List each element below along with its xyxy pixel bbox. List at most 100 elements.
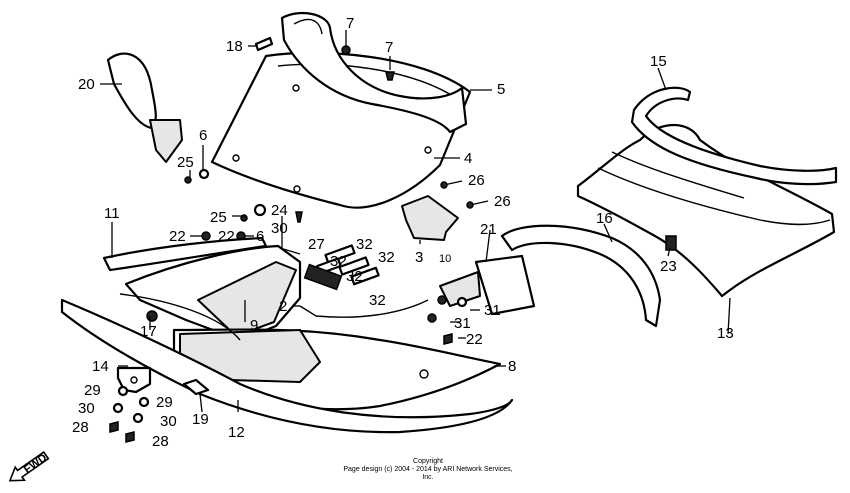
callout-22: 22 [466,331,483,348]
callout-32: 32 [346,268,363,285]
collar-icon [112,402,124,414]
mirror-mount-part-20 [149,119,183,163]
callout-16: 16 [596,210,613,227]
callout-25: 25 [210,209,227,226]
callout-23: 23 [660,258,677,275]
callout-10: 10 [439,253,451,265]
grommet-icon [253,203,267,217]
under-cover-edge [119,293,241,341]
callout-6: 6 [256,228,264,245]
callout-30: 30 [271,220,288,237]
mirror-part-20 [106,52,157,130]
stay-part-16 [500,224,662,328]
screw-icon [201,231,211,241]
callout-12: 12 [228,424,245,441]
callout-9: 9 [250,317,258,334]
callout-31: 31 [484,302,501,319]
nut-icon [437,295,447,305]
callout-18: 18 [226,38,243,55]
washer-icon [138,396,150,408]
bolt-icon [125,431,135,443]
bracket-hole [130,376,138,384]
callout-15: 15 [650,53,667,70]
relay-part-32 [303,263,343,291]
screw-icon [466,201,474,209]
under-cover-part-12 [60,298,514,434]
collar-icon [132,412,144,424]
callout-28: 28 [72,419,89,436]
callout-3: 3 [415,249,423,266]
relay-part-32 [324,244,356,264]
callout-6: 6 [199,127,207,144]
relay-part-32 [338,256,370,276]
callout-24: 24 [271,202,288,219]
wire-harness-part-2 [299,299,429,318]
callout-11: 11 [104,205,120,222]
callout-19: 19 [192,411,209,428]
fairing-upper-inner [611,151,745,199]
fwd-arrow-icon: FWD [8,450,50,482]
screw-icon [443,333,453,345]
screw-icon [184,176,192,184]
callout-28: 28 [152,433,169,450]
windscreen-mount-hole [232,154,240,162]
bolt-icon [341,45,351,55]
callout-26: 26 [468,172,485,189]
callout-13: 13 [717,325,734,342]
grommet-icon [146,310,158,322]
copyright-notice: Page design (c) 2004 - 2014 by ARI Netwo… [343,466,513,481]
callout-22: 22 [218,228,235,245]
callout-8: 8 [508,358,516,375]
windscreen-trim-edge [293,18,323,35]
callout-5: 5 [497,81,505,98]
windscreen-part-4 [210,51,472,209]
callout-21: 21 [480,221,497,238]
windscreen-inner-edge [277,63,457,99]
callout-14: 14 [92,358,109,375]
callout-26: 26 [494,193,511,210]
emblem-part-18 [254,36,274,52]
callout-25: 25 [177,154,194,171]
callout-20: 20 [78,76,95,93]
mirror-part-21 [474,254,536,316]
nut-icon [198,168,210,180]
callout-30: 30 [160,413,177,430]
bracket-part-14 [116,366,152,394]
washer-icon [117,385,129,397]
callout-29: 29 [84,382,101,399]
bolt-icon [385,71,395,81]
callout-31: 31 [454,315,471,332]
callout-17: 17 [140,323,157,340]
windscreen-mount-hole [424,146,432,154]
relay-part-32 [350,266,380,286]
copyright-title: Copyright [413,458,443,465]
screw-icon [440,181,448,189]
callout-7: 7 [385,39,393,56]
callout-labels: 20 18 7 7 5 4 6 25 25 24 30 22 22 6 11 2… [72,15,734,450]
callout-4: 4 [464,150,472,167]
nut-icon [665,235,677,251]
bracket-part-3 [401,195,459,241]
leader-lines [100,30,731,413]
callout-29: 29 [156,394,173,411]
nut-icon [427,313,437,323]
fairing-upper-edge [597,167,831,226]
fairing-lower-hole [419,369,429,379]
callout-32: 32 [356,236,373,253]
callout-2: 2 [279,298,287,315]
callout-32: 32 [378,249,395,266]
clip-part-19 [182,378,210,396]
callout-27: 27 [308,236,325,253]
bolt-icon [295,211,303,223]
callout-32: 32 [330,253,347,270]
windscreen-trim-part-5 [280,11,468,134]
callout-30: 30 [78,400,95,417]
windscreen-mount-hole [292,84,300,92]
callout-32: 32 [369,292,386,309]
windscreen-mount-hole [293,185,301,193]
nut-icon [456,296,468,308]
callout-7: 7 [346,15,354,32]
fairing-trim-part-15 [630,86,838,186]
bolt-icon [109,421,119,433]
